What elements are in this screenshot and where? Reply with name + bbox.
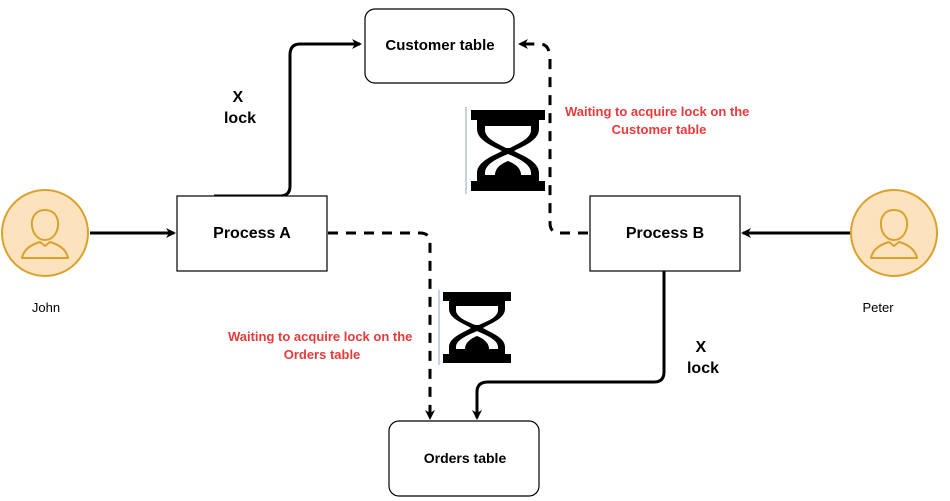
customer-table-box	[364, 8, 515, 84]
process-b-label: Process B	[626, 225, 704, 242]
hourglass-icon	[465, 107, 545, 194]
waiting-label-customer: Waiting to acquire lock on the Customer …	[565, 104, 753, 137]
lock-label-process-a: X lock	[224, 89, 256, 127]
orders-table-box	[388, 420, 540, 497]
process-b-box	[589, 195, 741, 272]
waiting-label-orders: Waiting to acquire lock on the Orders ta…	[228, 329, 416, 362]
user-icon	[1, 189, 89, 277]
actor-peter-label: Peter	[862, 300, 894, 315]
arrow-process-a-waiting-orders	[328, 231, 435, 420]
arrow-process-b-lock-orders	[472, 271, 666, 420]
lock-label-process-b: X lock	[687, 339, 719, 377]
process-a-box	[176, 195, 328, 272]
actor-john-label: John	[32, 300, 60, 315]
process-a-label: Process A	[213, 225, 291, 242]
user-icon	[850, 189, 938, 277]
orders-table-label: Orders table	[424, 450, 507, 466]
customer-table-label: Customer table	[385, 37, 494, 54]
hourglass-icon	[438, 290, 511, 365]
arrow-process-b-waiting-customer	[518, 39, 588, 235]
